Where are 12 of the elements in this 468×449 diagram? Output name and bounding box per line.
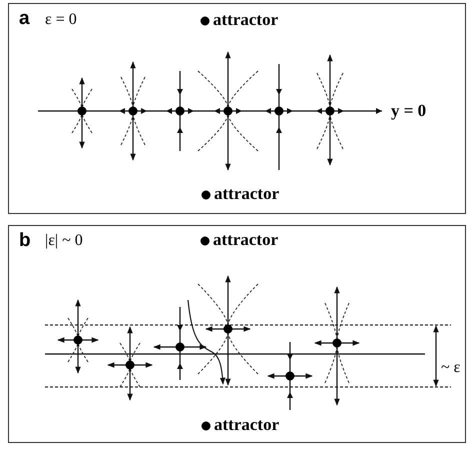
dimension-label: ~ ε: [441, 359, 460, 377]
axis-label: y = 0: [391, 102, 426, 120]
attractor-label: attractor: [213, 231, 278, 249]
parameter-label: ε = 0: [45, 11, 77, 29]
attractor-label: attractor: [214, 185, 280, 203]
parameter-label: |ε| ~ 0: [45, 232, 83, 250]
panel-letter: a: [19, 9, 30, 29]
attractor-label: attractor: [213, 11, 278, 29]
panel-frame: [8, 225, 466, 443]
panel-letter: b: [19, 231, 31, 251]
attractor-label: attractor: [214, 416, 280, 434]
panel-frame: [8, 3, 466, 214]
